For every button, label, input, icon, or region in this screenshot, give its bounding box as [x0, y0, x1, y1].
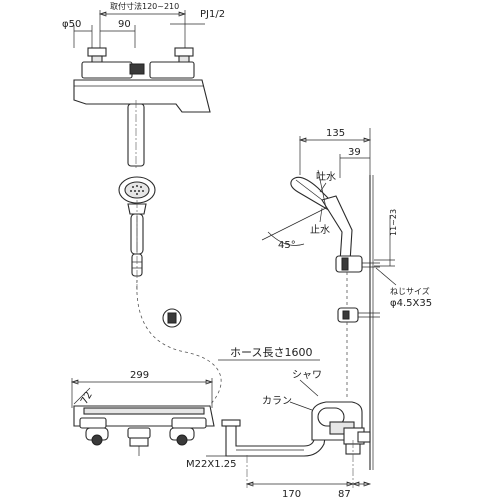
dim-mount-range: 取付寸法120~210 — [110, 1, 179, 11]
mixer-plan-view: 299 72 — [70, 370, 215, 456]
dim-135: 135 — [326, 128, 345, 139]
dim-87: 87 — [338, 489, 351, 500]
dim-39: 39 — [348, 147, 361, 158]
hose-path — [136, 279, 222, 411]
label-hose-length: ホース長さ1600 — [230, 346, 312, 359]
side-view: 135 39 45° 吐水 止水 11~23 ねじサイ — [261, 128, 432, 470]
dim-90: 90 — [118, 19, 131, 30]
dim-phi50: φ50 — [62, 19, 81, 30]
label-faucet: カラン — [262, 395, 292, 407]
mixer-top-view: 取付寸法120~210 φ50 90 PJ1/2 — [62, 1, 225, 170]
dim-m22: M22X1.25 — [186, 459, 236, 470]
dim-11-23: 11~23 — [389, 209, 398, 236]
label-screw-size: ねじサイズ — [390, 286, 430, 296]
wall-hook — [162, 308, 182, 328]
dim-pj: PJ1/2 — [200, 9, 225, 20]
label-shower: シャワ — [292, 370, 322, 381]
dim-170: 170 — [282, 489, 301, 500]
dim-angle: 45° — [278, 240, 296, 251]
dim-299: 299 — [130, 370, 149, 381]
label-stop-water: 止水 — [310, 224, 330, 236]
faucet-front-view: M22X1.25 170 87 — [186, 401, 372, 500]
label-spout-water: 吐水 — [316, 171, 336, 183]
shower-head-assembly — [118, 176, 156, 290]
dim-screw: φ4.5X35 — [390, 298, 432, 309]
dim-72: 72 — [79, 390, 95, 407]
